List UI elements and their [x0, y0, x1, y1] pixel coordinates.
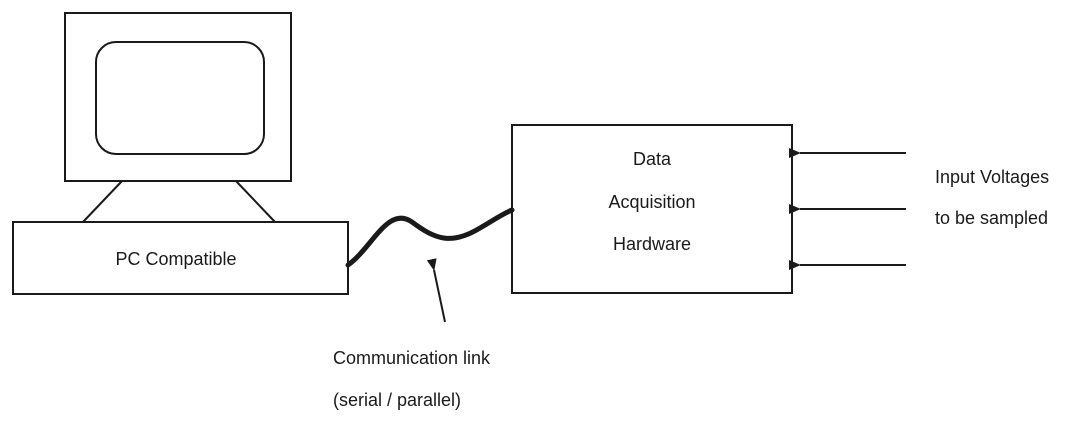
communication-cable [345, 207, 515, 268]
monitor-stand-right [235, 180, 276, 223]
input-arrows [789, 148, 906, 270]
cable-pointer-arrow [426, 258, 446, 323]
daq-label-line-3: Hardware [613, 234, 691, 254]
communication-link-label-line-2: (serial / parallel) [333, 390, 461, 410]
pc-compatible-label: PC Compatible [115, 249, 236, 269]
monitor-stand-left [82, 180, 123, 223]
input-voltages-label-line-1: Input Voltages [935, 167, 1049, 187]
daq-label-line-2: Acquisition [608, 192, 695, 212]
daq-label-line-1: Data [633, 149, 672, 169]
computer-monitor [64, 12, 292, 223]
daq-hardware: Data Acquisition Hardware [511, 124, 793, 294]
pc-base-box [12, 221, 349, 295]
pc-base: PC Compatible [12, 221, 349, 295]
input-voltages-label-line-2: to be sampled [935, 208, 1048, 228]
monitor-outer-frame [64, 12, 292, 182]
communication-link-label-line-1: Communication link [333, 348, 491, 368]
monitor-screen [95, 41, 265, 155]
